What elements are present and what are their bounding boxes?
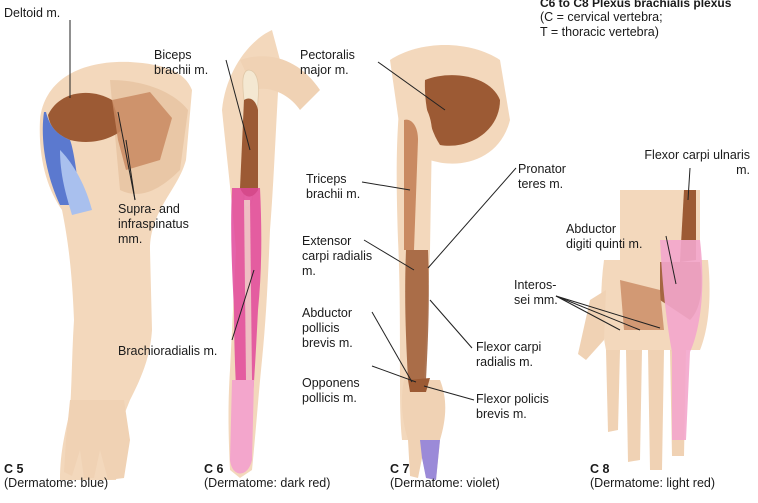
label-deltoid: Deltoid m. — [4, 6, 60, 21]
caption-c5: C 5 — [4, 462, 23, 477]
label-pronator: Pronator teres m. — [518, 162, 566, 192]
label-extensor: Extensor carpi radialis m. — [302, 234, 372, 279]
legend-subtitle: (C = cervical vertebra; T = thoracic ver… — [540, 10, 663, 40]
c8-thumb — [578, 290, 606, 360]
c8-finger-1 — [606, 350, 620, 432]
label-supra-infraspinatus: Supra- and infraspinatus mm. — [118, 202, 189, 247]
label-flexor-policis: Flexor policis brevis m. — [476, 392, 549, 422]
label-abductor-pollicis: Abductor pollicis brevis m. — [302, 306, 353, 351]
dermatome-c7: (Dermatome: violet) — [390, 476, 500, 491]
label-flexor-carpi-radialis: Flexor carpi radialis m. — [476, 340, 541, 370]
caption-c7: C 7 — [390, 462, 409, 477]
legend-title: C6 to C8 Plexus brachialis plexus — [540, 0, 731, 10]
label-abductor-digiti: Abductor digiti quinti m. — [566, 222, 642, 252]
caption-c6: C 6 — [204, 462, 223, 477]
caption-c8: C 8 — [590, 462, 609, 477]
c7-pronator-leader — [428, 168, 516, 268]
c8-finger-2 — [626, 350, 642, 462]
label-opponens: Opponens pollicis m. — [302, 376, 360, 406]
c6-dermatome-pink-light — [230, 380, 254, 474]
c7-forearm-muscle — [405, 250, 429, 380]
label-biceps: Biceps brachii m. — [154, 48, 208, 78]
label-interossei: Interos- sei mm. — [514, 278, 558, 308]
c8-hand-illustration — [556, 168, 710, 470]
label-brachioradialis: Brachioradialis m. — [118, 344, 217, 359]
label-flexor-carpi-ulnaris: Flexor carpi ulnaris m. — [610, 148, 750, 178]
label-triceps: Triceps brachii m. — [306, 172, 360, 202]
c7-dermatome-violet — [420, 440, 440, 480]
label-pectoralis: Pectoralis major m. — [300, 48, 355, 78]
c5-arm-illustration — [40, 20, 192, 480]
c7-flexorcarpi-leader — [430, 300, 472, 348]
dermatome-c5: (Dermatome: blue) — [4, 476, 108, 491]
c8-finger-3 — [648, 350, 664, 470]
dermatome-c6: (Dermatome: dark red) — [204, 476, 330, 491]
dermatome-c8: (Dermatome: light red) — [590, 476, 715, 491]
